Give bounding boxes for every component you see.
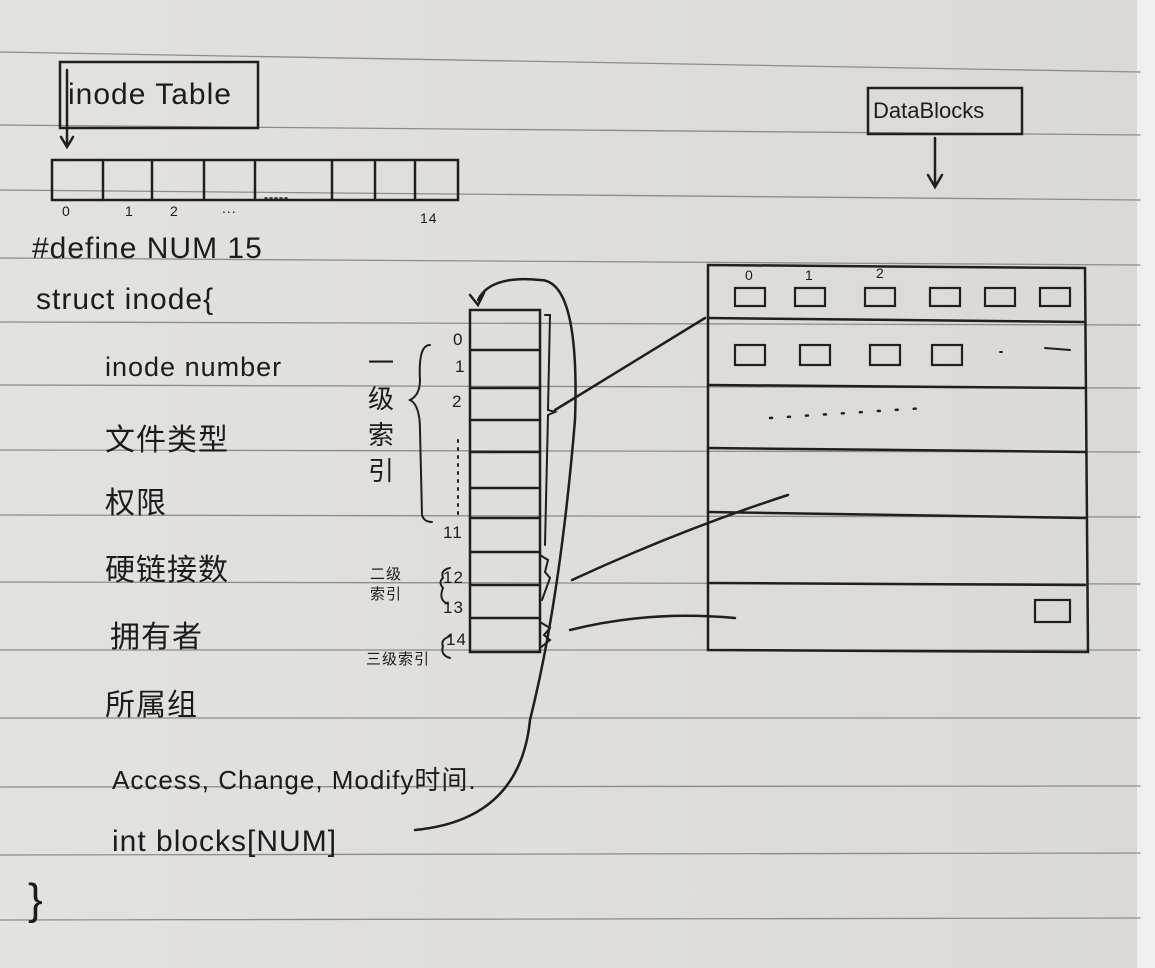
block-index-14: 14 — [446, 630, 467, 649]
block-index-0: 0 — [453, 330, 464, 349]
field-file-type: 文件类型 — [105, 424, 229, 457]
block-index-11: 11 — [443, 523, 463, 542]
block-index-2: 2 — [452, 392, 463, 411]
struct-open: struct inode{ — [36, 283, 215, 316]
field-permissions: 权限 — [105, 487, 167, 520]
inode-index-0: 0 — [62, 203, 71, 219]
level3-index-label: 三级索引 — [366, 651, 431, 668]
level1-index-label: 一级索引 — [368, 348, 396, 486]
pointer-curve — [413, 278, 577, 832]
data-blocks-grid — [706, 263, 1090, 654]
inode-table-label-box — [58, 60, 260, 130]
field-inode-number: inode number — [105, 352, 283, 382]
field-group: 所属组 — [105, 689, 198, 722]
data-block-number-0: 0 — [745, 267, 754, 283]
block-index-13: 13 — [443, 598, 464, 617]
page-edge — [1137, 0, 1155, 968]
define-line: #define NUM 15 — [32, 232, 263, 265]
inode-table-array — [50, 158, 460, 202]
pointer-level3 — [568, 614, 737, 632]
blocks-array — [407, 308, 558, 659]
inode-index-2: 2 — [170, 203, 179, 219]
data-block-number-2: 2 — [876, 265, 885, 281]
block-index-12: 12 — [443, 568, 464, 587]
field-hard-links: 硬链接数 — [105, 554, 229, 587]
inode-index-14: 14 — [420, 210, 438, 226]
struct-close: } — [28, 875, 44, 924]
field-timestamps: Access, Change, Modify时间. — [112, 765, 477, 795]
inode-table-arrow — [59, 68, 75, 150]
inode-index-ellipsis: ... — [222, 200, 237, 216]
field-owner: 拥有者 — [110, 621, 203, 654]
data-blocks-arrow — [926, 136, 944, 190]
block-index-1: 1 — [455, 357, 466, 376]
inode-table-label: inode Table — [68, 78, 232, 111]
level2-index-label: 二级索引 — [370, 566, 403, 603]
pointer-level1 — [553, 316, 707, 412]
data-blocks-label: DataBlocks — [873, 98, 985, 123]
pointer-level2 — [570, 493, 790, 582]
inode-index-1: 1 — [125, 203, 134, 219]
data-blocks-label-box — [866, 86, 1024, 136]
data-block-number-1: 1 — [805, 267, 814, 283]
field-blocks: int blocks[NUM] — [112, 825, 338, 858]
